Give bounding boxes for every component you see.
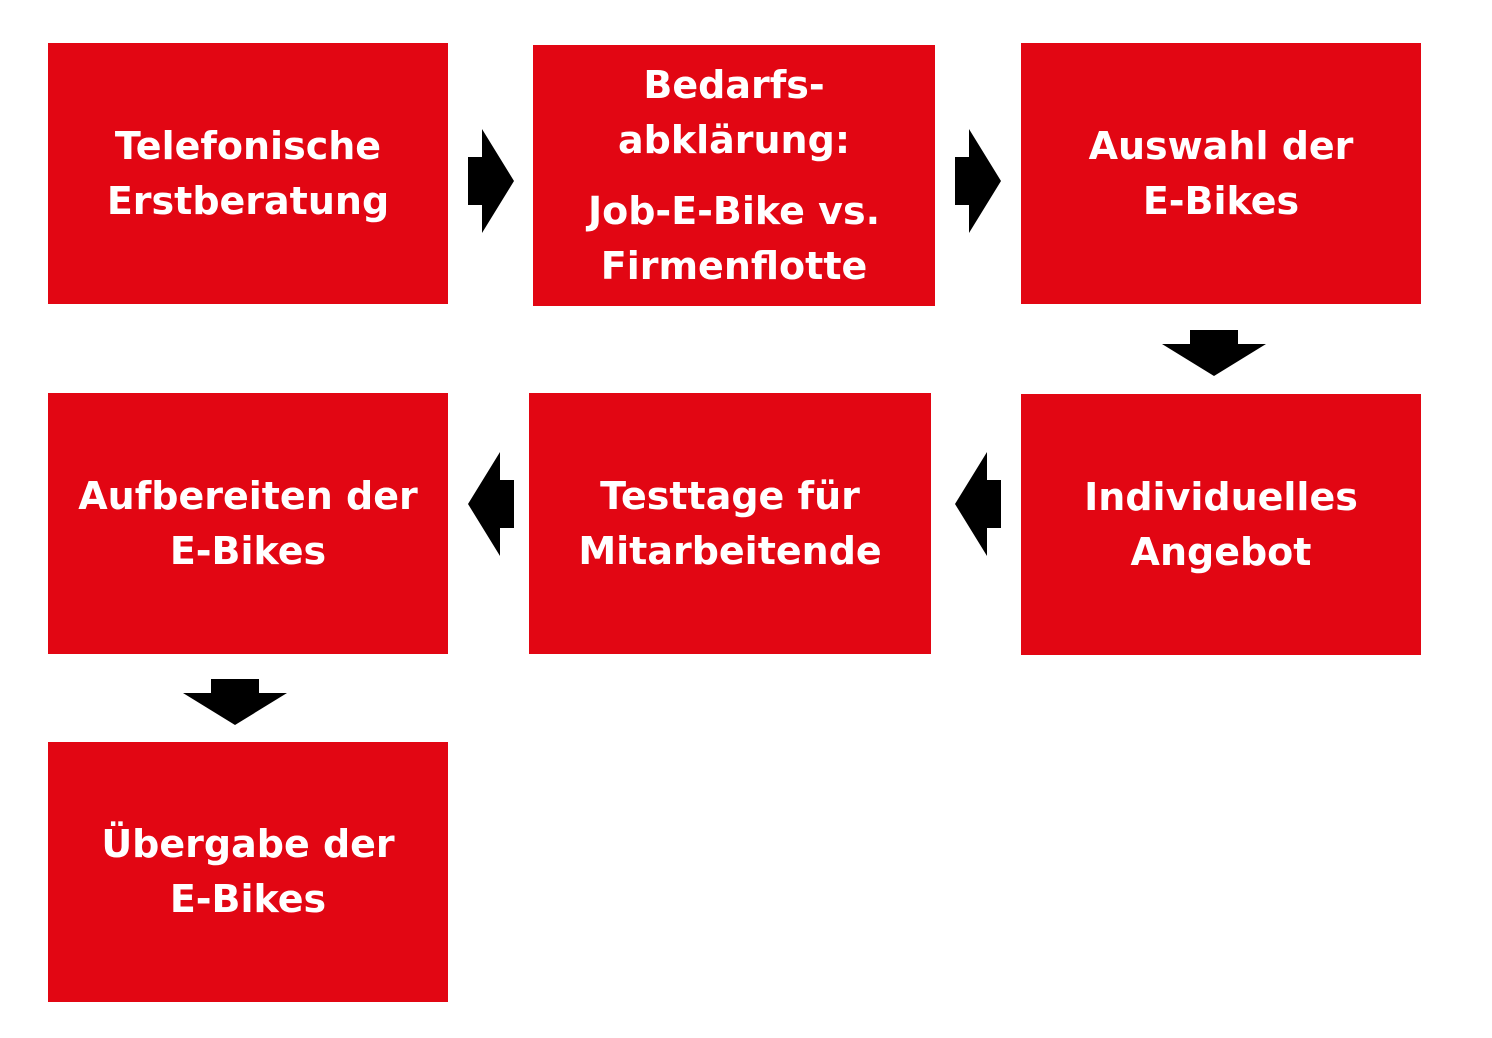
arrow-left-icon [955,452,1001,556]
step-text-line: Übergabe der [101,822,395,866]
arrow-right-icon [955,129,1001,233]
step-text-line: E-Bikes [169,877,327,921]
step-text-line: E-Bikes [169,528,327,573]
arrow-left-icon [468,452,514,556]
step-text-line: Firmenflotte [600,243,868,288]
step-text-line: Telefonische [114,123,382,168]
arrow-down-icon [1162,330,1266,376]
step-text-line: Bedarfs- [643,62,825,107]
step-box-uebergabe: Übergabe der E-Bikes [48,742,448,1002]
step-text-line: Angebot [1130,529,1312,574]
step-text-line: Job-E-Bike vs. [587,188,880,233]
step-box-auswahl-der-e-bikes: Auswahl der E-Bikes [1021,43,1421,304]
step-box-telefonische-erstberatung: Telefonische Erstberatung [48,43,448,304]
step-text-line: Erstberatung [106,178,390,223]
step-box-testtage: Testtage für Mitarbeitende [529,393,931,654]
arrow-down-icon [183,679,287,725]
step-text-line: Auswahl der [1088,123,1354,168]
step-box-aufbereiten: Aufbereiten der E-Bikes [48,393,448,654]
arrow-right-icon [468,129,514,233]
step-text-line: Testtage für [600,473,860,518]
step-box-bedarfsabklaerung: Bedarfs- abklärung: Job-E-Bike vs. Firme… [533,45,935,306]
step-text-line: Individuelles [1084,474,1358,519]
step-text-line: Aufbereiten der [78,473,418,518]
step-text-line: E-Bikes [1142,178,1300,223]
step-box-individuelles-angebot: Individuelles Angebot [1021,394,1421,655]
step-text-line: Mitarbeitende [578,528,882,573]
step-text-line: abklärung: [617,117,851,162]
